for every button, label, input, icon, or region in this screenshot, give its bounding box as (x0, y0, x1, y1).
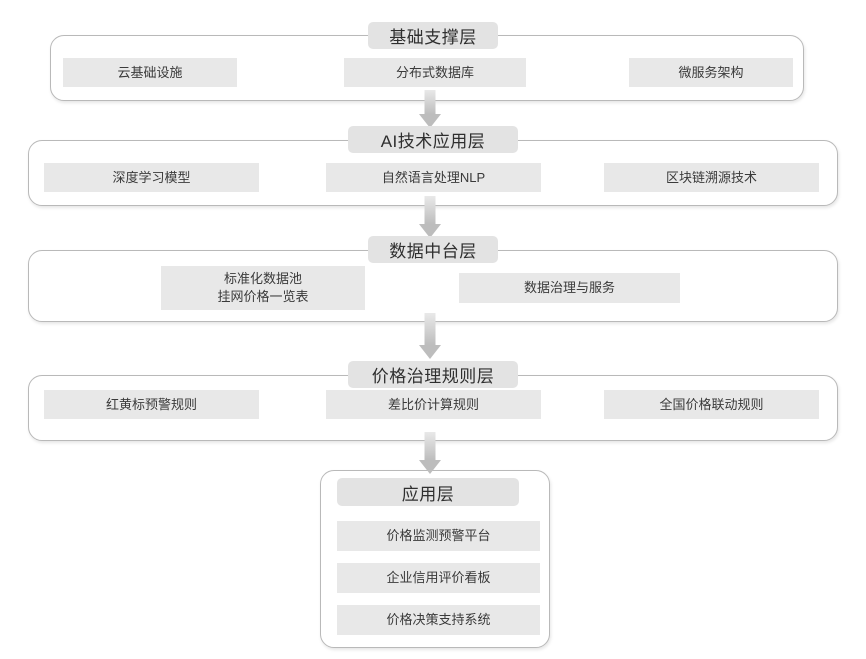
arrow-shaft (424, 313, 436, 345)
arrow-shaft (424, 90, 436, 114)
arrow-head (419, 460, 441, 474)
arrow-ai-to-data-midplatform (419, 196, 441, 238)
layer-item-price-monitoring-platform[interactable]: 价格监测预警平台 (337, 521, 540, 551)
layer-title-application: 应用层 (337, 478, 519, 506)
layer-item-microservice-architecture[interactable]: 微服务架构 (629, 58, 793, 87)
layer-title-price-governance-rules: 价格治理规则层 (348, 361, 518, 388)
layer-item-data-governance-service[interactable]: 数据治理与服务 (459, 273, 680, 303)
arrow-head (419, 224, 441, 238)
arrow-shaft (424, 432, 436, 460)
layer-item-blockchain-traceability[interactable]: 区块链溯源技术 (604, 163, 819, 192)
layer-item-nlp[interactable]: 自然语言处理NLP (326, 163, 541, 192)
layer-title-data-midplatform: 数据中台层 (368, 236, 498, 263)
arrow-data-midplatform-to-rules (419, 313, 441, 359)
layer-item-price-decision-support-system[interactable]: 价格决策支持系统 (337, 605, 540, 635)
layer-item-enterprise-credit-dashboard[interactable]: 企业信用评价看板 (337, 563, 540, 593)
layer-item-price-ratio-calculation-rule[interactable]: 差比价计算规则 (326, 390, 541, 419)
arrow-infrastructure-to-ai (419, 90, 441, 128)
layer-item-deep-learning-model[interactable]: 深度学习模型 (44, 163, 259, 192)
arrow-shaft (424, 196, 436, 224)
layer-item-cloud-infrastructure[interactable]: 云基础设施 (63, 58, 237, 87)
arrow-head (419, 114, 441, 128)
arrow-rules-to-application (419, 432, 441, 474)
layer-item-red-yellow-warning-rule[interactable]: 红黄标预警规则 (44, 390, 259, 419)
layer-item-distributed-database[interactable]: 分布式数据库 (344, 58, 526, 87)
layer-item-standardized-data-pool[interactable]: 标准化数据池 挂网价格一览表 (161, 266, 365, 310)
layer-item-national-price-linkage-rule[interactable]: 全国价格联动规则 (604, 390, 819, 419)
layer-title-ai-technology: AI技术应用层 (348, 126, 518, 153)
arrow-head (419, 345, 441, 359)
layer-title-infrastructure: 基础支撑层 (368, 22, 498, 49)
